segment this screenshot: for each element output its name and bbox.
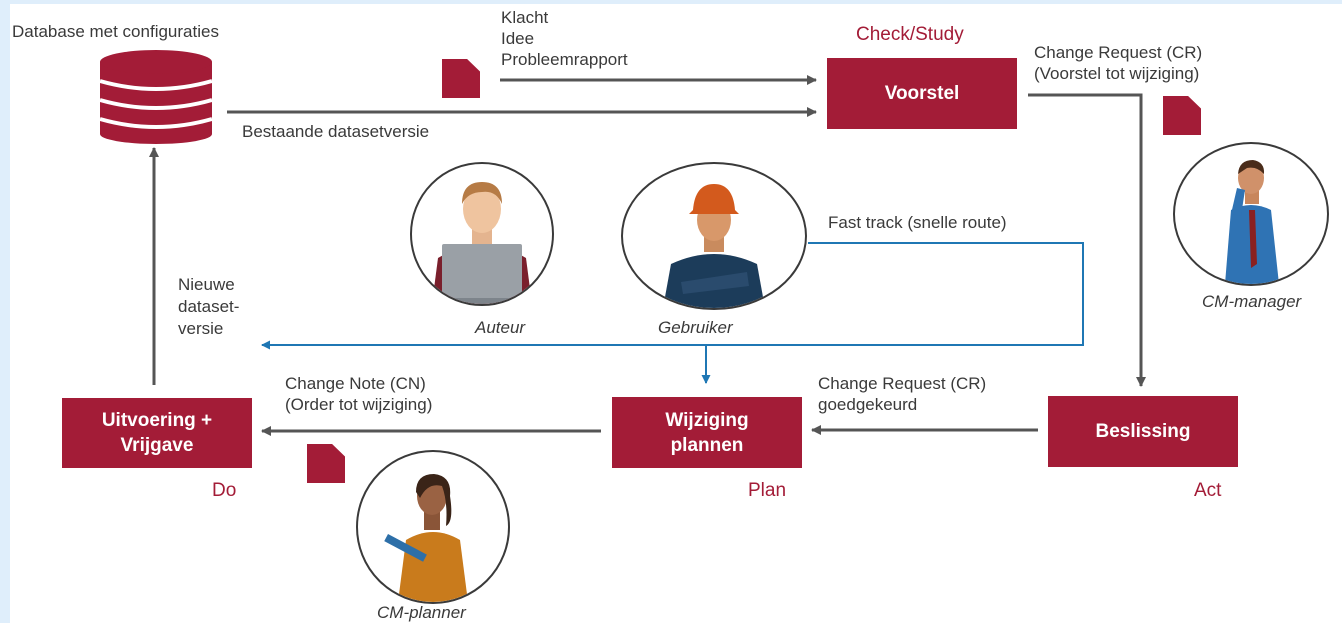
uitvoering-label-2: Vrijgave	[120, 435, 194, 456]
wijziging-label-1: Wijziging	[665, 409, 749, 431]
document-icon	[1163, 96, 1201, 135]
author-avatar	[410, 162, 554, 306]
new-dataset-label-2: dataset-	[178, 297, 240, 316]
arrow-voorstel-to-beslissing	[1028, 93, 1146, 387]
wijziging-box: Wijziging plannen	[612, 397, 802, 468]
document-icon	[307, 444, 345, 483]
beslissing-label: Beslissing	[1095, 421, 1191, 442]
user-avatar	[621, 162, 807, 310]
cm-manager-avatar	[1173, 142, 1329, 286]
input-probleemrapport: Probleemrapport	[501, 50, 628, 69]
auteur-label: Auteur	[475, 318, 526, 337]
database-label: Database met configuraties	[12, 22, 219, 41]
new-dataset-label-3: versie	[178, 319, 224, 338]
new-dataset-label-1: Nieuwe	[178, 275, 235, 294]
connector-layer	[149, 75, 1146, 436]
voorstel-box: Voorstel	[827, 58, 1017, 129]
phase-plan: Plan	[748, 480, 787, 501]
gebruiker-label: Gebruiker	[658, 318, 733, 337]
cn-label-line1: Change Note (CN)	[285, 374, 426, 393]
uitvoering-box: Uitvoering + Vrijgave	[62, 398, 252, 468]
fast-track-label: Fast track (snelle route)	[828, 213, 1007, 232]
beslissing-box: Beslissing	[1048, 396, 1238, 467]
cr-approved-line2: goedgekeurd	[818, 395, 918, 414]
phase-act: Act	[1194, 480, 1222, 501]
document-icon	[442, 59, 480, 98]
cm-planner-avatar	[356, 450, 510, 604]
input-idee: Idee	[501, 29, 535, 48]
cr-approved-line1: Change Request (CR)	[818, 374, 987, 393]
uitvoering-label-1: Uitvoering +	[101, 410, 213, 431]
existing-dataset-label: Bestaande datasetversie	[242, 122, 430, 141]
database-icon	[99, 50, 213, 144]
wijziging-label-2: plannen	[670, 434, 744, 456]
cm-planner-label: CM-planner	[377, 603, 466, 622]
pdca-diagram: Database met configuraties Klacht Idee P…	[10, 4, 1342, 623]
cm-manager-label: CM-manager	[1202, 292, 1302, 311]
phase-do: Do	[212, 480, 237, 501]
voorstel-label: Voorstel	[884, 83, 960, 104]
fast-track-line	[261, 242, 1084, 350]
input-klacht: Klacht	[501, 8, 549, 27]
cr-label-line2: (Voorstel tot wijziging)	[1034, 64, 1200, 83]
phase-check-study: Check/Study	[856, 24, 964, 45]
cn-label-line2: (Order tot wijziging)	[285, 395, 433, 414]
cr-label-line1: Change Request (CR)	[1034, 43, 1203, 62]
